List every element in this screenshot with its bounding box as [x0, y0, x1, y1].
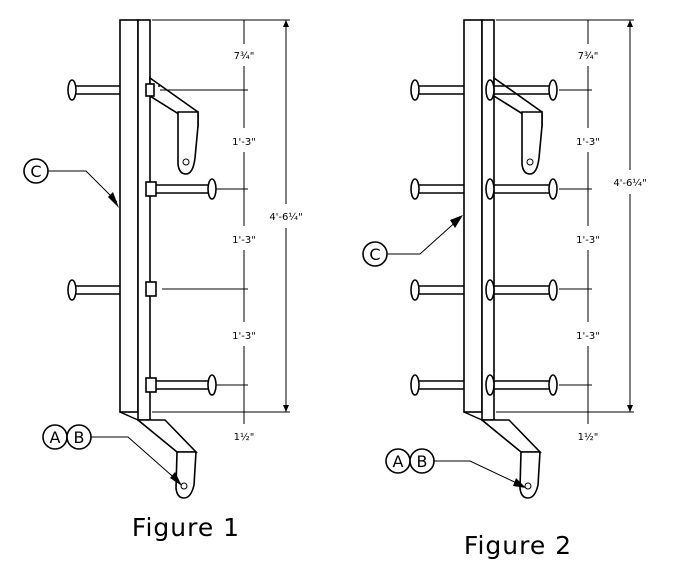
figure-1-left-rungs: [67, 79, 120, 301]
rung: [145, 178, 217, 200]
figure-1-overall-label: 4'-6¼": [269, 211, 302, 223]
figure-2-dim-1: 7¾": [578, 51, 599, 62]
figure-1-dim-4: 1'-3": [232, 331, 256, 342]
callout-a-label: A: [393, 452, 404, 471]
figure-2-overall-label: 4'-6¼": [613, 177, 646, 189]
figure-2-dimension-chain: [584, 20, 592, 424]
callout-a-label: A: [50, 428, 61, 447]
figure-1-dim-3: 1'-3": [232, 235, 256, 246]
figure-2-callout-ab: A B: [385, 448, 526, 488]
rung: [485, 279, 558, 301]
rung: [145, 374, 217, 396]
figure-1-dim-2: 1'-3": [232, 137, 256, 148]
figure-1-right-rungs: [145, 83, 217, 396]
figure-1-dim-1: 7¾": [234, 51, 255, 62]
figure-2-dim-2: 1'-3": [576, 137, 600, 148]
figure-2-dim-5: 1½": [578, 431, 599, 443]
figure-2-left-rungs: [410, 79, 464, 396]
figure-1-dim-5: 1½": [234, 431, 255, 443]
figure-1-callout-ab: A B: [42, 424, 182, 486]
figure-1-bottom-bracket: [135, 419, 198, 499]
figure-1-caption: Figure 1: [132, 513, 240, 542]
figure-2-dim-3: 1'-3": [576, 235, 600, 246]
figure-1-dimension-chain: [240, 20, 248, 424]
figure-2-callout-c: C: [362, 215, 463, 267]
rung: [485, 79, 558, 101]
figure-2-overall-dimension: [627, 20, 633, 412]
figure-2-witness-lines: [496, 19, 634, 413]
figure-2-dim-4: 1'-3": [576, 331, 600, 342]
figure-2-rail: [463, 19, 495, 421]
figure-2-right-rungs: [485, 79, 558, 396]
rung: [145, 281, 157, 297]
rung: [145, 83, 160, 97]
callout-b-label: B: [417, 452, 428, 471]
figure-1-witness-lines: [152, 19, 290, 413]
callout-b-label: B: [74, 428, 85, 447]
figure-2-top-bracket: [493, 76, 543, 175]
rung: [485, 374, 558, 396]
figure-2: 7¾" 1'-3" 1'-3" 1'-3" 1½" 4'-6¼" C A B F…: [362, 19, 647, 560]
callout-c-label: C: [369, 245, 380, 264]
figure-1-top-bracket: [149, 76, 199, 175]
figure-1-callout-c: C: [23, 158, 119, 208]
figure-1-overall-dimension: [283, 20, 289, 412]
rung: [485, 178, 558, 200]
figure-1-rail: [119, 19, 151, 421]
callout-c-label: C: [30, 162, 41, 181]
figure-2-bottom-bracket: [479, 419, 542, 499]
figure-1: 7¾" 1'-3" 1'-3" 1'-3" 1½" 4'-6¼" C A B F…: [23, 19, 303, 542]
figure-2-caption: Figure 2: [464, 531, 572, 560]
